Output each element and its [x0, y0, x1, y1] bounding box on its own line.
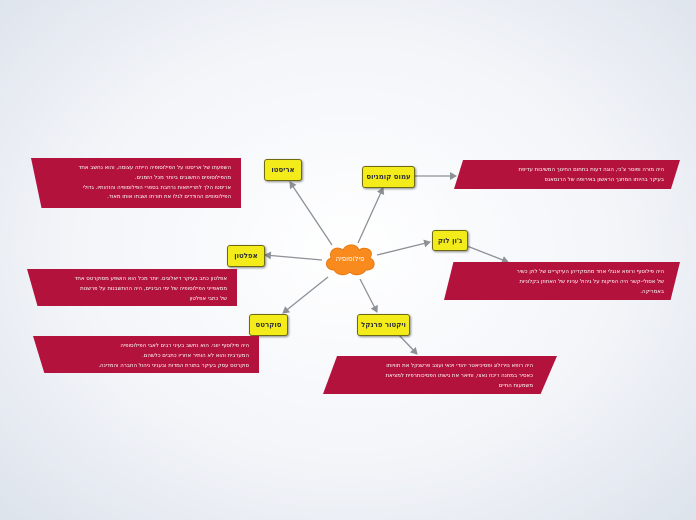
plato-description: אפלטון כתב בעיקר דיאלוגים. יותר מכל הוא … — [27, 269, 237, 306]
frankl-description: היה רופא נוירולוג ופסיכיאטר יהודי וינאי … — [323, 356, 557, 394]
link-center-comenius — [357, 187, 385, 244]
locke-description: היה פילוסוף ורופא אנגלי אחד מתמקדיהן העי… — [444, 262, 680, 300]
topic-comenius[interactable]: עמוס קומניוס — [362, 166, 415, 188]
link-locke-description — [466, 245, 509, 264]
cloud-shape — [326, 244, 375, 276]
topic-socrates[interactable]: סוקרטס — [249, 314, 288, 336]
link-center-plato — [264, 251, 323, 261]
comenius-description: היה מורה ופוסר צ'כי, הוגה דעות בתחום החי… — [454, 160, 680, 189]
link-frankl-description — [397, 333, 418, 355]
link-center-frankl — [359, 278, 378, 313]
central-topic[interactable]: פילוסופיה — [322, 241, 378, 277]
topic-locke[interactable]: ג'ון לוק — [432, 230, 468, 251]
topic-aristotle[interactable]: אריסטו — [264, 159, 302, 181]
topic-frankl[interactable]: ויקטור פרנקל — [357, 314, 410, 336]
topic-plato[interactable]: אפלטון — [227, 245, 265, 267]
aristotle-description: השפעתו של אריסטו על הפילוסופיה הייתה עצו… — [31, 158, 241, 208]
link-center-aristotle — [289, 181, 333, 246]
link-center-locke — [376, 239, 431, 256]
socrates-description: היה פילוסוף יווני. הוא נחשב בעיני רבים ל… — [33, 336, 259, 373]
link-center-socrates — [282, 276, 329, 314]
